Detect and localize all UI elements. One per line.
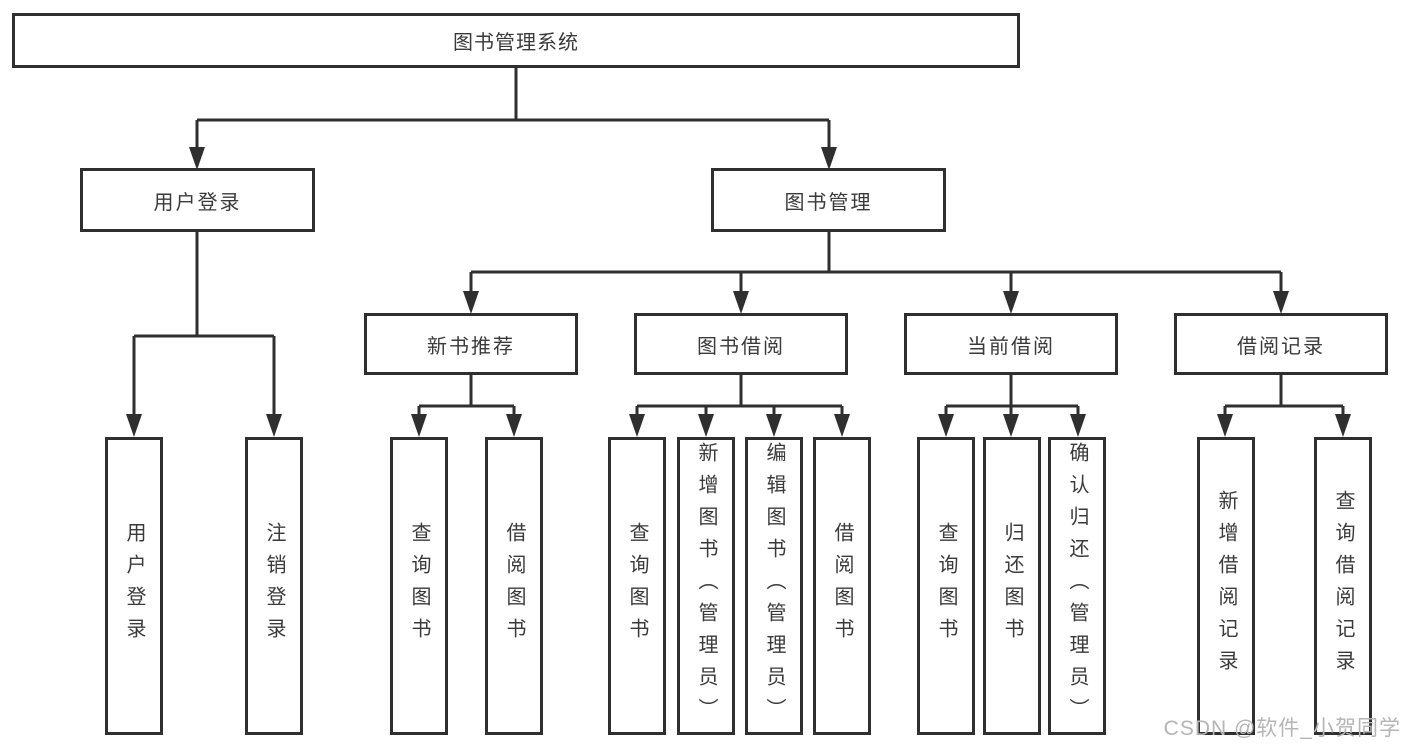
leaf-rec-query-books: 查询图书 [390,437,448,735]
leaf-records-query-record-label: 查询借阅记录 [1332,490,1354,682]
node-borrowing-records-label: 借阅记录 [1237,335,1325,358]
leaf-records-add-record-label: 新增借阅记录 [1215,490,1237,682]
node-new-book-recommendation-label: 新书推荐 [427,335,515,358]
node-current-borrowing-label: 当前借阅 [967,335,1055,358]
leaf-borrow-add-books: 新增图书（管理员） [677,437,735,735]
node-book-management: 图书管理 [711,168,946,232]
leaf-rec-borrow-books: 借阅图书 [485,437,543,735]
connector-user-login-children [126,232,282,437]
leaf-rec-query-books-label: 查询图书 [408,522,430,650]
connector-borrowing-records-children [1217,375,1351,437]
node-new-book-recommendation: 新书推荐 [364,313,578,375]
connector-current-borrowing-children [938,375,1086,437]
leaf-borrow-borrow-books-label: 借阅图书 [831,522,853,650]
node-book-borrowing-label: 图书借阅 [697,335,785,358]
leaf-borrow-edit-books-label: 编辑图书（管理员） [763,442,785,730]
leaf-current-query-books-label: 查询图书 [935,522,957,650]
node-book-management-label: 图书管理 [784,191,873,214]
node-root-label: 图书管理系统 [453,32,579,54]
leaf-borrow-edit-books: 编辑图书（管理员） [745,437,803,735]
connector-book-borrowing-children [629,375,850,437]
node-root: 图书管理系统 [12,13,1020,68]
leaf-user-login: 用户登录 [105,437,163,735]
node-user-login-label: 用户登录 [153,191,242,214]
leaf-records-add-record: 新增借阅记录 [1197,437,1255,735]
leaf-current-confirm-return-label: 确认归还（管理员） [1066,442,1088,730]
leaf-rec-borrow-books-label: 借阅图书 [503,522,525,650]
leaf-user-login-label: 用户登录 [123,522,145,650]
leaf-current-query-books: 查询图书 [917,437,975,735]
csdn-watermark: CSDN @软件_小贺同学 [1163,717,1401,740]
leaf-borrow-borrow-books: 借阅图书 [813,437,871,735]
leaf-borrow-add-books-label: 新增图书（管理员） [695,442,717,730]
connector-root-to-level2 [189,68,837,170]
leaf-borrow-query-books: 查询图书 [608,437,666,735]
leaf-logout: 注销登录 [245,437,303,735]
leaf-current-confirm-return: 确认归还（管理员） [1048,437,1106,735]
connector-new-book-rec-children [411,375,522,437]
node-borrowing-records: 借阅记录 [1174,313,1388,375]
leaf-records-query-record: 查询借阅记录 [1314,437,1372,735]
node-book-borrowing: 图书借阅 [634,313,848,375]
leaf-current-return-books: 归还图书 [983,437,1041,735]
node-user-login: 用户登录 [80,168,315,232]
leaf-logout-label: 注销登录 [263,522,285,650]
leaf-current-return-books-label: 归还图书 [1001,522,1023,650]
node-current-borrowing: 当前借阅 [904,313,1118,375]
connector-book-management-children [463,232,1289,314]
leaf-borrow-query-books-label: 查询图书 [626,522,648,650]
